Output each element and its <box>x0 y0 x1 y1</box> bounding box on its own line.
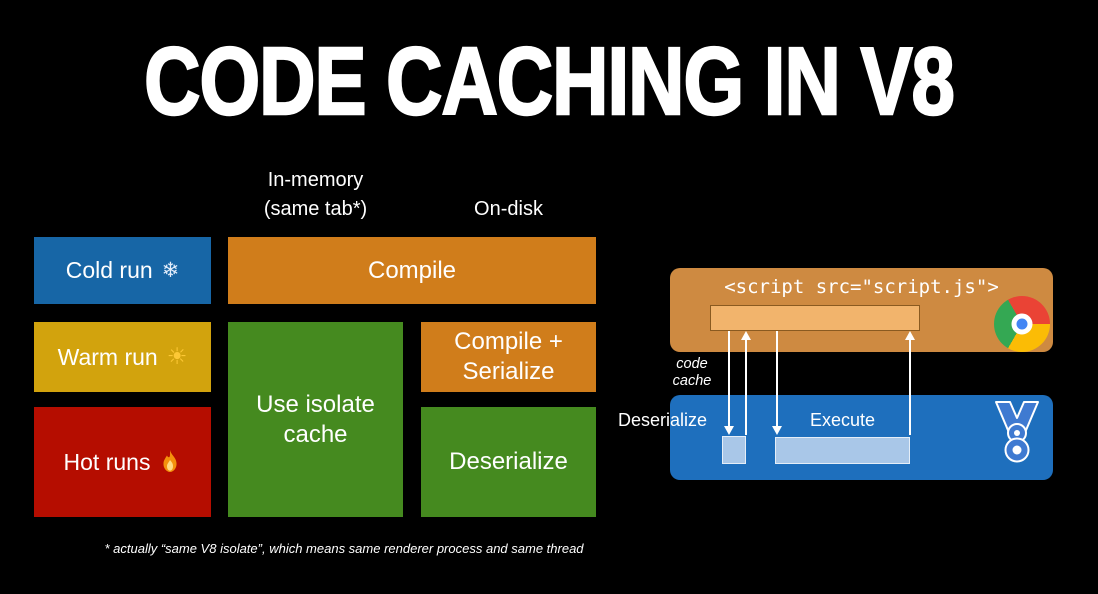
footnote: * actually “same V8 isolate”, which mean… <box>104 541 584 556</box>
cold-run-label: Cold run <box>65 257 153 284</box>
arrow-cache-to-execute-icon <box>776 331 778 426</box>
v8-logo-icon <box>993 401 1041 468</box>
code-cache-label: code cache <box>672 356 712 389</box>
cell-use-isolate-cache: Use isolate cache <box>228 322 403 517</box>
cell-compile-serialize: Compile + Serialize <box>421 322 596 392</box>
arrow-execute-to-cache-icon <box>909 340 911 435</box>
sun-icon: ☀ <box>166 343 188 370</box>
row-label-cold-run: Cold run ❄ <box>34 237 211 304</box>
deserialize-label: Deserialize <box>618 410 708 430</box>
chrome-logo-icon <box>994 296 1050 352</box>
slide-title: CODE CACHING IN V8 <box>143 26 956 136</box>
row-label-warm-run: Warm run ☀ <box>34 322 211 392</box>
deserialize-bar <box>722 436 746 464</box>
row-label-hot-runs: Hot runs <box>34 407 211 517</box>
warm-run-label: Warm run <box>57 343 158 370</box>
arrow-deserialize-to-cache-icon <box>745 340 747 435</box>
cache-data-bar <box>710 305 920 331</box>
execute-label: Execute <box>809 410 876 430</box>
hot-runs-label: Hot runs <box>63 448 151 475</box>
script-resource-box: <script src="script.js"> <box>670 268 1053 352</box>
col-header-on-disk: On-disk <box>474 198 543 220</box>
cell-compile: Compile <box>228 237 596 304</box>
arrow-cache-to-deserialize-icon <box>728 331 730 426</box>
col-header-in-memory: In-memory (same tab*) <box>263 169 368 220</box>
chrome-logo-center <box>1011 313 1033 335</box>
script-tag-text: <script src="script.js"> <box>724 276 999 298</box>
fire-icon <box>159 449 181 475</box>
execute-bar <box>775 437 910 464</box>
cell-deserialize: Deserialize <box>421 407 596 517</box>
snowflake-icon: ❄ <box>161 258 180 283</box>
